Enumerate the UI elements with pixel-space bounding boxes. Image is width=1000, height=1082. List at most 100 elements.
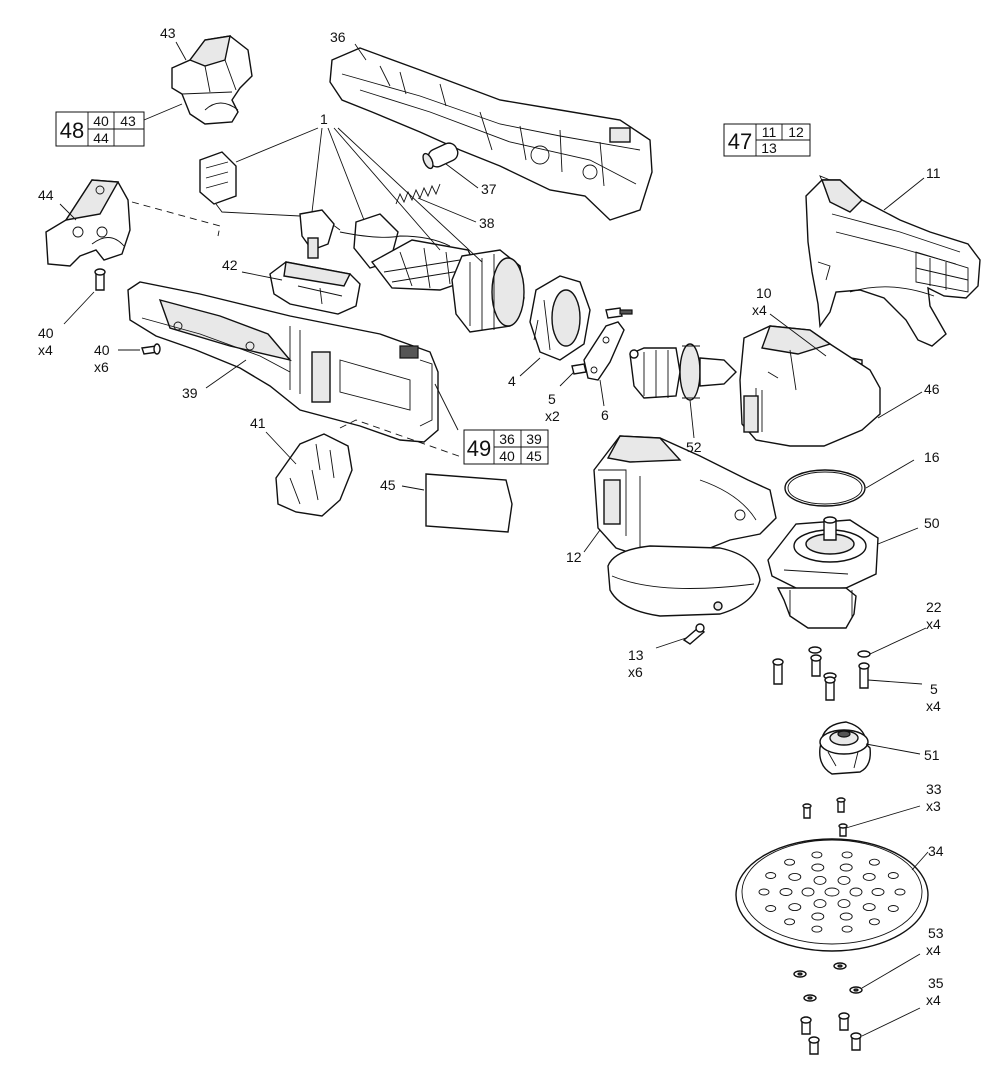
pad-hole (784, 918, 796, 926)
part-13-screw (682, 623, 706, 645)
callout-10-qty: x4 (752, 302, 767, 318)
pad-hole (887, 872, 899, 879)
part-45-label (425, 473, 513, 533)
kit-47-cell-3: 13 (761, 140, 777, 156)
callout-40-b-qty: x6 (94, 359, 109, 375)
part-44-switch-holder (45, 179, 131, 267)
part-4-fan-baffle (529, 275, 591, 361)
callout-52: 52 (686, 439, 702, 455)
part-51-pad-hub (819, 721, 871, 775)
kit-49-cell-3: 40 (499, 448, 515, 464)
pad-hole (837, 899, 851, 909)
callout-5-b-qty: x4 (926, 698, 941, 714)
callout-5-a: 5 (548, 391, 556, 407)
callout-46: 46 (924, 381, 940, 397)
callout-6: 6 (601, 407, 609, 423)
callout-labels: 43 36 1 37 38 44 42 40 x4 40 x6 39 41 45… (38, 25, 944, 1008)
part-42-cover (269, 261, 361, 315)
kit-box-49: 49 36 39 40 45 (463, 429, 549, 465)
callout-42: 42 (222, 257, 238, 273)
kit-49-cell-1: 36 (499, 431, 515, 447)
kit-48-cell-2: 43 (120, 113, 136, 129)
callout-13-qty: x6 (628, 664, 643, 680)
callout-22-qty: x4 (926, 616, 941, 632)
callout-35-qty: x4 (926, 992, 941, 1008)
part-34-sanding-pad (735, 838, 929, 952)
part-37-cap (422, 142, 459, 170)
pad-hole (784, 858, 796, 866)
pad-hole (868, 858, 880, 866)
alignment-dash-44 (131, 201, 221, 237)
part-36-housing-half (329, 47, 653, 221)
callout-38: 38 (479, 215, 495, 231)
callout-44: 44 (38, 187, 54, 203)
pad-hole (813, 875, 827, 885)
callout-51: 51 (924, 747, 940, 763)
pad-hole (758, 888, 770, 896)
callout-13: 13 (628, 647, 644, 663)
alignment-dash-45 (339, 419, 471, 461)
pad-hole (801, 887, 815, 897)
callout-33-qty: x3 (926, 798, 941, 814)
leader-lines (59, 41, 929, 1037)
part-33-screws (802, 797, 848, 837)
pad-hole (788, 872, 802, 881)
callout-4: 4 (508, 373, 516, 389)
part-39-motor-housing (127, 281, 439, 443)
kit-box-48: 48 40 43 44 (55, 111, 145, 147)
callout-45: 45 (380, 477, 396, 493)
part-52-armature (629, 343, 737, 401)
pad-hole (824, 887, 840, 897)
part-6-bracket (583, 321, 625, 381)
kit-49-id: 49 (467, 436, 491, 461)
pad-hole (839, 863, 853, 872)
pad-hole (765, 872, 777, 879)
callout-39: 39 (182, 385, 198, 401)
pad-hole (894, 888, 906, 896)
pad-hole (868, 918, 880, 926)
callout-53: 53 (928, 925, 944, 941)
part-11-top-housing (805, 179, 981, 347)
pad-hole (788, 903, 802, 912)
callout-37: 37 (481, 181, 497, 197)
callout-33: 33 (926, 781, 942, 797)
pad-hole (811, 851, 823, 859)
pad-hole (841, 925, 853, 933)
callout-34: 34 (928, 843, 944, 859)
callout-43: 43 (160, 25, 176, 41)
part-40-screw-a (94, 268, 106, 291)
kit-47-cell-2: 12 (788, 124, 804, 140)
pad-hole (779, 888, 793, 896)
part-43-end-cap (171, 35, 253, 125)
part-38-spring (395, 183, 441, 205)
pad-hole (811, 912, 825, 921)
kit-box-47: 47 11 12 13 (723, 123, 811, 157)
kit-49-cell-4: 45 (526, 448, 542, 464)
pad-hole (813, 899, 827, 909)
callout-40-a-qty: x4 (38, 342, 53, 358)
callout-1: 1 (320, 111, 328, 127)
part-12-gear-housing (593, 435, 777, 617)
kit-49-cell-2: 39 (526, 431, 542, 447)
pad-hole (871, 888, 885, 896)
callout-50: 50 (924, 515, 940, 531)
callout-10: 10 (756, 285, 772, 301)
part-50-bearing-plate (767, 516, 879, 629)
callout-22: 22 (926, 599, 942, 615)
callout-53-qty: x4 (926, 942, 941, 958)
pad-hole (849, 887, 863, 897)
pad-hole (841, 851, 853, 859)
kit-47-cell-1: 11 (762, 124, 777, 140)
pad-hole (811, 925, 823, 933)
kit-48-cell-1: 40 (93, 113, 109, 129)
part-5-screws-set (772, 654, 870, 701)
callout-5-b: 5 (930, 681, 938, 697)
pad-hole (862, 872, 876, 881)
part-35-screws (800, 1012, 862, 1055)
kit-48-id: 48 (60, 118, 84, 143)
pad-hole (862, 903, 876, 912)
pad-hole (839, 912, 853, 921)
part-41-belt-clip (275, 433, 353, 517)
part-46-battery (739, 325, 881, 447)
